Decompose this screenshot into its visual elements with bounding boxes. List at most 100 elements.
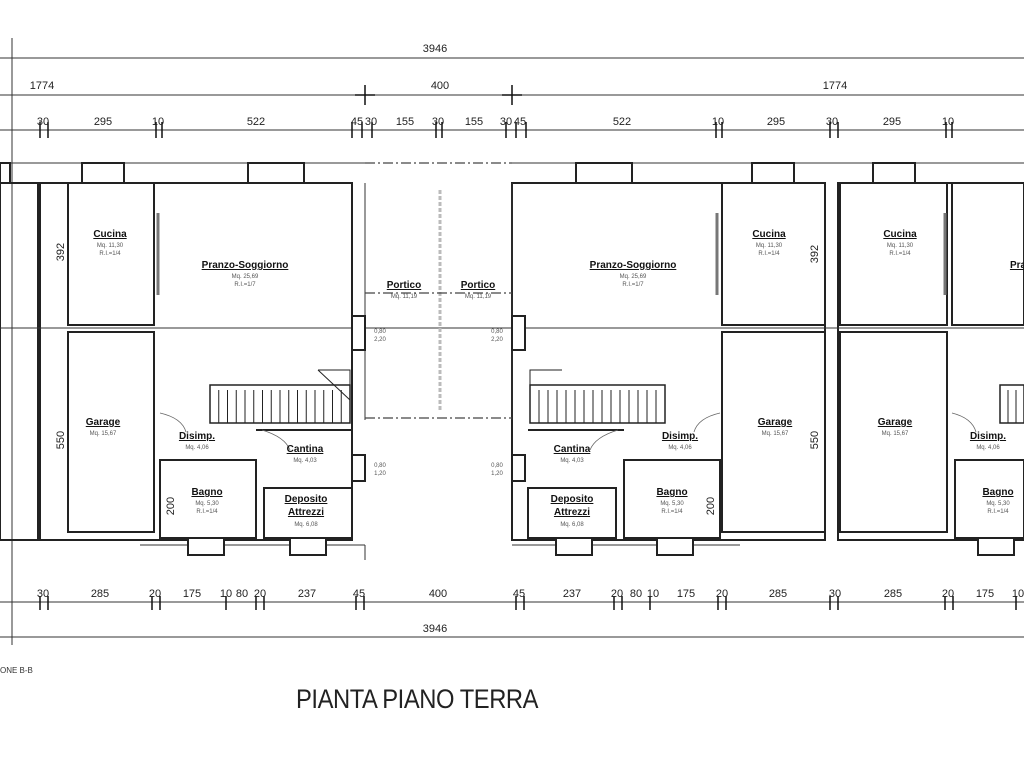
room-name-disimp: Disimp. bbox=[970, 431, 1006, 442]
room-lighting-ratio: R.I.=1/4 bbox=[196, 509, 218, 515]
room-name-cucina: Cucina bbox=[93, 229, 127, 240]
dimension-label: 30 bbox=[37, 588, 49, 600]
room-lighting-ratio: R.I.=1/4 bbox=[99, 251, 121, 257]
dimension-label: 30 bbox=[432, 116, 444, 128]
room-area: Mq. 25,69 bbox=[232, 274, 259, 280]
dimension-label: 80 bbox=[236, 588, 248, 600]
dimension-lines bbox=[0, 38, 1024, 645]
porch-dimension: 400 bbox=[431, 80, 449, 92]
dimension-label: 295 bbox=[883, 116, 901, 128]
dimension-label: 30 bbox=[829, 588, 841, 600]
vertical-dimension-label: 200 bbox=[165, 497, 177, 515]
room-name-garage: Garage bbox=[878, 417, 913, 428]
drawing-title: PIANTA PIANO TERRA bbox=[296, 684, 539, 714]
dimension-label: 155 bbox=[465, 116, 483, 128]
dimension-label: 285 bbox=[884, 588, 902, 600]
dimension-label: 522 bbox=[613, 116, 631, 128]
dimension-label: 285 bbox=[769, 588, 787, 600]
room-name-garage: Garage bbox=[86, 417, 121, 428]
dimension-label: 400 bbox=[429, 588, 447, 600]
dimension-label: 10 bbox=[152, 116, 164, 128]
dimension-label: 10 bbox=[647, 588, 659, 600]
unit-dimension-left: 1774 bbox=[30, 80, 54, 92]
dimension-label: 175 bbox=[183, 588, 201, 600]
vertical-dimension-label: 392 bbox=[809, 245, 821, 263]
dimension-label: 237 bbox=[563, 588, 581, 600]
room-area: Mq. 4,06 bbox=[668, 445, 692, 451]
room-area: Mq. 5,30 bbox=[660, 501, 684, 507]
vertical-dimension-label: 550 bbox=[809, 431, 821, 449]
doors bbox=[159, 412, 977, 451]
dimension-label: 30 bbox=[365, 116, 377, 128]
room-area: Mq. 6,08 bbox=[560, 522, 584, 528]
room-name-portico: Portico bbox=[461, 280, 495, 291]
room-name-deposito-attrezzi: Deposito bbox=[551, 494, 594, 505]
dimension-label: 175 bbox=[677, 588, 695, 600]
room-area: Mq. 4,06 bbox=[976, 445, 1000, 451]
dimension-label: 30 bbox=[500, 116, 512, 128]
overall-dimension-top: 3946 bbox=[423, 43, 447, 55]
room-name-disimp: Disimp. bbox=[179, 431, 215, 442]
dimension-label: 175 bbox=[976, 588, 994, 600]
overall-dimension-bottom: 3946 bbox=[423, 623, 447, 635]
vertical-dimension-label: 392 bbox=[55, 243, 67, 261]
room-area: Mq. 6,08 bbox=[294, 522, 318, 528]
room-lighting-ratio: R.I.=1/4 bbox=[987, 509, 1009, 515]
dimension-label: 30 bbox=[37, 116, 49, 128]
dimension-label: 20 bbox=[254, 588, 266, 600]
dimension-label: 285 bbox=[91, 588, 109, 600]
room-name-cantina: Cantina bbox=[287, 444, 324, 455]
dimension-label: 10 bbox=[942, 116, 954, 128]
dimension-label: 45 bbox=[351, 116, 363, 128]
room-name-garage: Garage bbox=[758, 417, 793, 428]
room-area: Mq. 5,30 bbox=[195, 501, 219, 507]
opening-dimension-label: 0,80 bbox=[491, 463, 503, 469]
dimension-label: 522 bbox=[247, 116, 265, 128]
room-name-deposito-attrezzi: Deposito bbox=[285, 494, 328, 505]
vertical-dimension-label: 200 bbox=[705, 497, 717, 515]
room-name-deposito-attrezzi: Attrezzi bbox=[554, 507, 590, 518]
room-lighting-ratio: R.I.=1/7 bbox=[622, 282, 644, 288]
section-label: ONE B-B bbox=[0, 666, 33, 675]
opening-dimension-label: 1,20 bbox=[374, 471, 386, 477]
room-name-pra: Pra bbox=[1010, 260, 1024, 271]
vertical-dimension-label: 550 bbox=[55, 431, 67, 449]
room-name-disimp: Disimp. bbox=[662, 431, 698, 442]
windows bbox=[0, 162, 1015, 556]
room-area: Mq. 15,67 bbox=[762, 431, 789, 437]
opening-dimension-label: 0,80 bbox=[374, 329, 386, 335]
dimension-label: 80 bbox=[630, 588, 642, 600]
room-area: Mq. 15,67 bbox=[90, 431, 117, 437]
dimension-label: 295 bbox=[767, 116, 785, 128]
room-area: Mq. 4,03 bbox=[560, 458, 584, 464]
opening-dimension-label: 2,20 bbox=[491, 337, 503, 343]
dimension-label: 20 bbox=[942, 588, 954, 600]
room-area: Mq. 15,67 bbox=[882, 431, 909, 437]
dimension-label: 30 bbox=[826, 116, 838, 128]
room-lighting-ratio: R.I.=1/7 bbox=[234, 282, 256, 288]
room-area: Mq. 4,06 bbox=[185, 445, 209, 451]
dimension-label: 20 bbox=[149, 588, 161, 600]
opening-dimension-label: 0,80 bbox=[491, 329, 503, 335]
room-name-cucina: Cucina bbox=[883, 229, 917, 240]
opening-dimension-label: 0,80 bbox=[374, 463, 386, 469]
room-name-pranzo-soggiorno: Pranzo-Soggiorno bbox=[590, 260, 677, 271]
room-name-portico: Portico bbox=[387, 280, 421, 291]
staircase bbox=[209, 369, 1024, 424]
room-name-pranzo-soggiorno: Pranzo-Soggiorno bbox=[202, 260, 289, 271]
room-name-cantina: Cantina bbox=[554, 444, 591, 455]
room-area: Mq. 11,19 bbox=[391, 294, 418, 300]
dimension-label: 295 bbox=[94, 116, 112, 128]
room-area: Mq. 11,30 bbox=[97, 243, 124, 249]
dimension-label: 45 bbox=[514, 116, 526, 128]
dimension-label: 45 bbox=[353, 588, 365, 600]
room-name-bagno: Bagno bbox=[656, 487, 687, 498]
opening-dimension-label: 2,20 bbox=[374, 337, 386, 343]
room-name-cucina: Cucina bbox=[752, 229, 786, 240]
dimension-label: 10 bbox=[1012, 588, 1024, 600]
room-area: Mq. 5,30 bbox=[986, 501, 1010, 507]
walls bbox=[0, 162, 1024, 560]
room-area: Mq. 4,03 bbox=[293, 458, 317, 464]
room-area: Mq. 11,30 bbox=[756, 243, 783, 249]
